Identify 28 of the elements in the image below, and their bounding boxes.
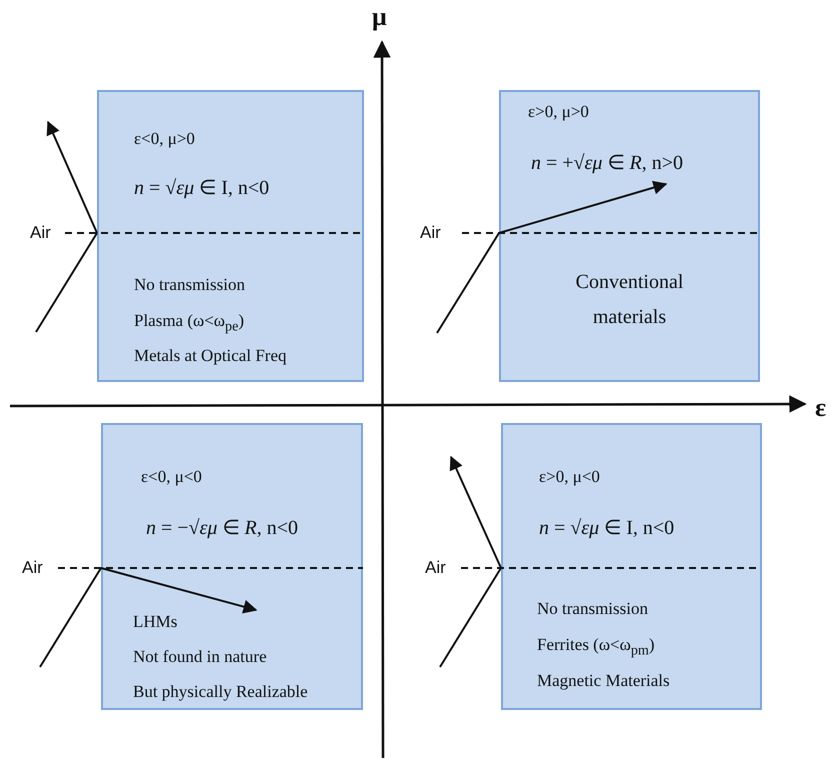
medium-label: Air — [30, 223, 51, 243]
condition-text: ε<0, μ<0 — [141, 467, 202, 487]
condition-text: ε>0, μ<0 — [539, 467, 600, 487]
note-text: Ferrites (ω<ω$_{pm}$) — [537, 635, 655, 660]
note-text: But physically Realizable — [133, 682, 308, 702]
note-text: Not found in nature — [133, 647, 267, 667]
condition-text: ε<0, μ>0 — [134, 129, 195, 149]
note-text: No transmission — [134, 275, 245, 295]
axis-label: ε — [815, 393, 826, 423]
note-text: No transmission — [537, 599, 648, 619]
axis-label: μ — [372, 2, 387, 32]
note-text: LHMs — [133, 612, 178, 632]
note-text: Metals at Optical Freq — [134, 346, 286, 366]
medium-label: Air — [420, 223, 441, 243]
quadrant-box — [101, 423, 363, 710]
medium-label: Air — [22, 558, 43, 578]
note-text: Conventional materials — [574, 270, 684, 330]
medium-label: Air — [425, 558, 446, 578]
note-text: Magnetic Materials — [537, 671, 670, 691]
note-text: Plasma (ω<ω$_{pe}$) — [134, 311, 244, 336]
condition-text: ε>0, μ>0 — [528, 102, 589, 122]
formula-text: n = −√εμ ∈ R, n<0 — [146, 516, 298, 540]
quadrant-box — [501, 423, 762, 710]
quadrant-box — [97, 90, 364, 382]
formula-text: n = √εμ ∈ I, n<0 — [134, 176, 270, 200]
formula-text: n = +√εμ ∈ R, n>0 — [531, 151, 683, 175]
quadrant-box — [499, 90, 760, 382]
formula-text: n = √εμ ∈ I, n<0 — [539, 516, 674, 540]
